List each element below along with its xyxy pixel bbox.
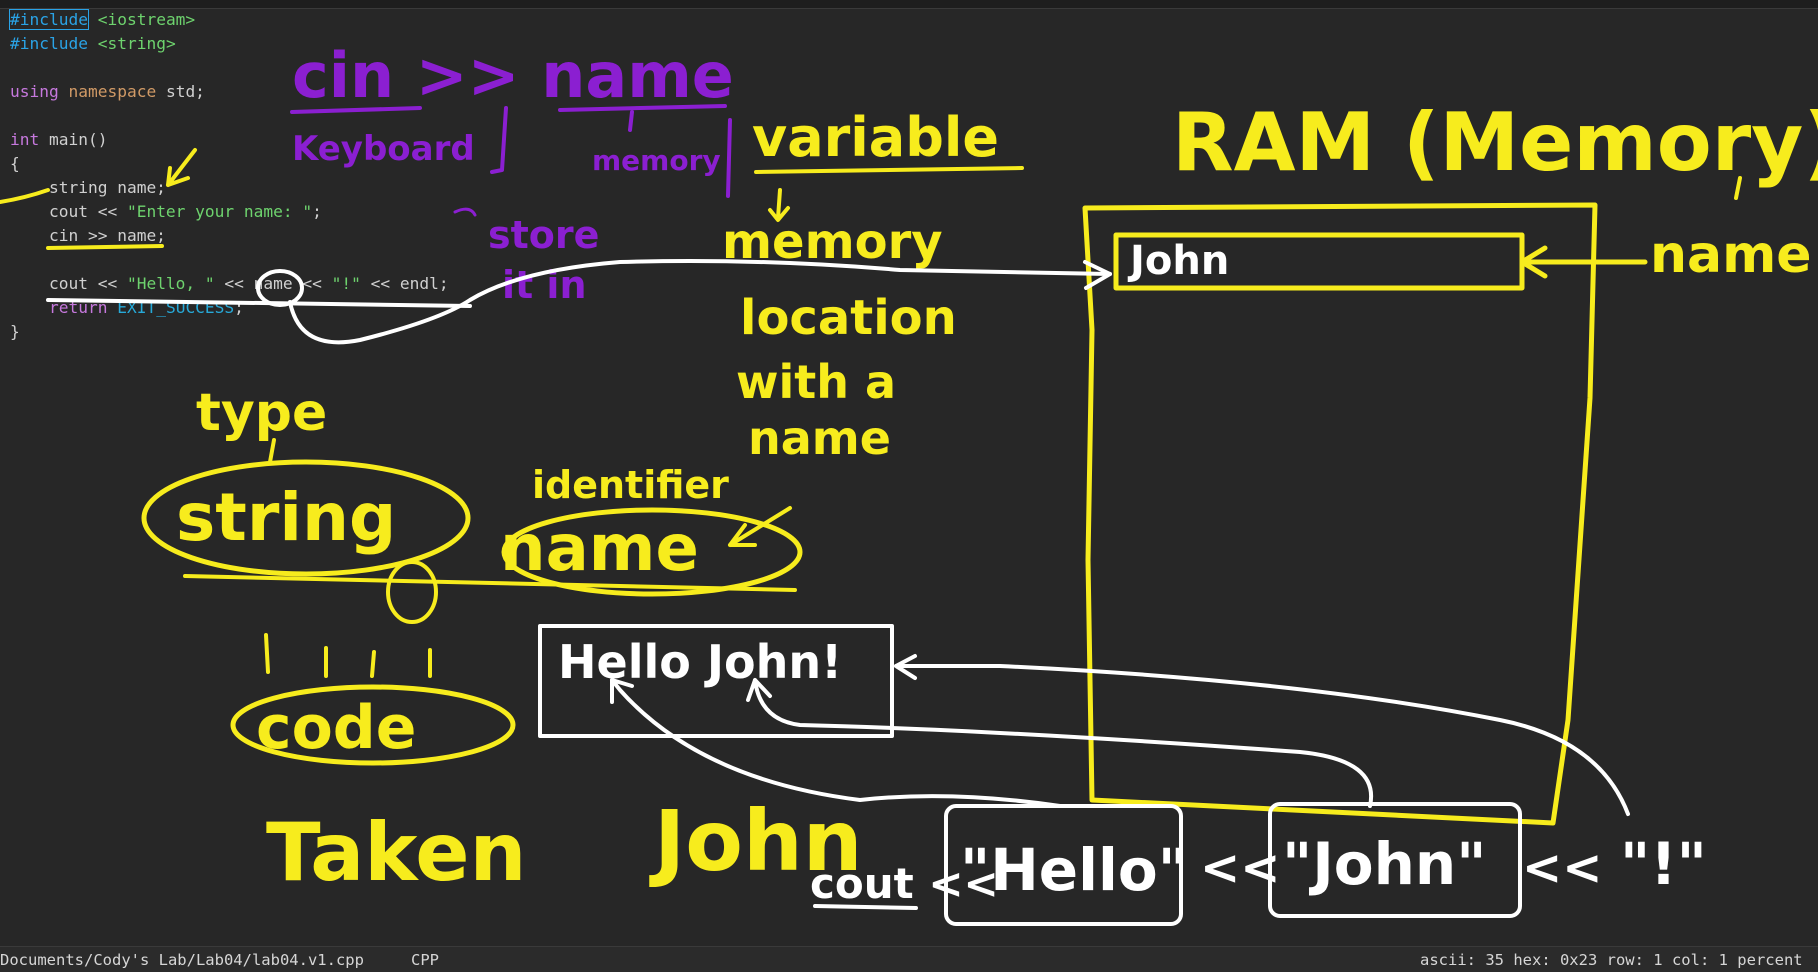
- code-token: [10, 298, 49, 317]
- code-token: int: [10, 130, 40, 149]
- ink-john: John: [649, 792, 863, 890]
- title-bar: [0, 0, 1818, 9]
- ink-variable-underline: [754, 166, 1024, 174]
- code-token: EXIT_SUCCESS: [117, 298, 235, 317]
- ink-stroke: [268, 438, 276, 464]
- code-token: }: [10, 322, 20, 341]
- code-token: std;: [156, 82, 205, 101]
- ink-box-john: [1268, 802, 1522, 918]
- code-token: <string>: [97, 34, 176, 53]
- ink-variable: variable: [752, 106, 999, 169]
- ink-memory: memory: [722, 214, 943, 270]
- ink-type: type: [196, 383, 327, 443]
- code-line-11[interactable]: [10, 248, 610, 272]
- code-token: cout <<: [10, 202, 127, 221]
- code-token: << name <<: [214, 274, 332, 293]
- code-token: << endl;: [360, 274, 449, 293]
- code-token: ;: [234, 298, 244, 317]
- code-token: "Enter your name: ": [126, 202, 313, 221]
- ink-stroke: [726, 118, 732, 198]
- code-line-9[interactable]: cout << "Enter your name: ";: [10, 200, 610, 224]
- ink-identifier: identifier: [532, 463, 729, 507]
- code-token: using: [10, 82, 59, 101]
- ink-cout: cout <<: [810, 859, 999, 908]
- ink-arrow: [1519, 245, 1648, 279]
- code-line-3[interactable]: [10, 56, 610, 80]
- ink-arrowhead: [1083, 260, 1112, 290]
- ink-taken: Taken: [266, 806, 527, 899]
- code-line-6[interactable]: int main(): [10, 128, 610, 152]
- ink-memory-small: memory: [592, 144, 721, 177]
- code-token: "!": [331, 274, 361, 293]
- code-token: cout <<: [10, 274, 127, 293]
- ink-arrow: [728, 506, 792, 547]
- ink-cell-label: name: [1650, 225, 1812, 285]
- ink-op: <<: [1200, 840, 1280, 896]
- code-token: main(): [39, 130, 108, 149]
- code-token: <iostream>: [97, 10, 196, 29]
- ram-cell-value: John: [1127, 238, 1229, 284]
- ink-john-literal: "John": [1282, 830, 1486, 898]
- ink-name-word: name: [500, 512, 699, 586]
- code-token: cin >> name;: [10, 226, 166, 245]
- code-token: namespace: [68, 82, 157, 101]
- code-line-12[interactable]: cout << "Hello, " << name << "!" << endl…: [10, 272, 610, 296]
- code-line-14[interactable]: }: [10, 320, 610, 344]
- ink-op: <<: [1522, 840, 1602, 896]
- ink-underline: [813, 904, 918, 910]
- ink-box-hello: [944, 804, 1183, 926]
- code-line-1[interactable]: #include <iostream>: [9, 8, 610, 32]
- code-token: [88, 34, 98, 53]
- code-line-8[interactable]: string name;: [10, 176, 610, 200]
- code-token: "Hello, ": [126, 274, 215, 293]
- ink-string: string: [176, 479, 396, 556]
- ink-stroke: [264, 633, 432, 678]
- code-line-13[interactable]: return EXIT_SUCCESS;: [10, 296, 610, 320]
- ink-ram-title: RAM (Memory): [1172, 96, 1818, 189]
- code-token: [107, 298, 117, 317]
- ink-hello-literal: "Hello": [960, 836, 1188, 904]
- code-token: #include: [10, 34, 88, 53]
- ink-bang-literal: "!": [1620, 830, 1707, 898]
- code-line-7[interactable]: {: [10, 152, 610, 176]
- code-line-5[interactable]: [10, 104, 610, 128]
- ram-cell: [1113, 232, 1525, 291]
- file-path[interactable]: Documents/Cody's Lab/Lab04/lab04.v1.cpp: [0, 951, 364, 969]
- code-token: [88, 10, 98, 29]
- cursor-info: ascii: 35 hex: 0x23 row: 1 col: 1 percen…: [1420, 951, 1803, 969]
- ink-arrow: [768, 188, 790, 222]
- code-line-4[interactable]: using namespace std;: [10, 80, 610, 104]
- code-line-2[interactable]: #include <string>: [10, 32, 610, 56]
- ram-memory-box: [1082, 202, 1598, 826]
- ink-code: code: [256, 693, 416, 763]
- language-indicator[interactable]: CPP: [411, 951, 439, 969]
- ink-circle-string: [141, 459, 471, 577]
- code-token: string name;: [10, 178, 166, 197]
- ink-small-circle: [386, 560, 438, 624]
- ink-location: location: [740, 290, 957, 346]
- ink-circle-name: [501, 507, 803, 597]
- ink-with-a: with a: [736, 355, 896, 409]
- ink-arrow-john: [746, 678, 1374, 808]
- ink-circle-code: [230, 684, 516, 766]
- status-bar: Documents/Cody's Lab/Lab04/lab04.v1.cpp …: [0, 946, 1818, 972]
- code-token: return: [48, 298, 108, 317]
- code-line-10[interactable]: cin >> name;: [10, 224, 610, 248]
- ink-name: name: [748, 411, 891, 465]
- ink-stroke: [1734, 176, 1742, 200]
- code-token: ;: [312, 202, 322, 221]
- code-token: #include: [9, 9, 89, 30]
- output-text: Hello John!: [558, 635, 842, 689]
- code-editor[interactable]: #include <iostream> #include <string> us…: [9, 8, 610, 348]
- ink-memory-arrow: [628, 110, 634, 132]
- ink-arrow-bang: [894, 654, 1630, 816]
- output-box: [538, 624, 894, 738]
- code-token: {: [10, 154, 20, 173]
- ink-underline: [183, 574, 797, 592]
- ink-arrow-hello: [610, 678, 1062, 808]
